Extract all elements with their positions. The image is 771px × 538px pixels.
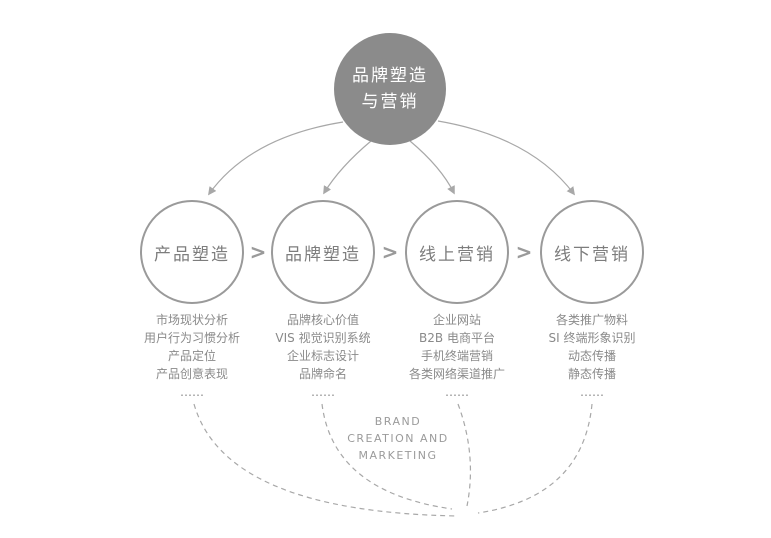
stage-item: 品牌命名 bbox=[298, 367, 347, 381]
stage-item: …… bbox=[580, 385, 604, 399]
stage-item: 手机终端营销 bbox=[420, 349, 493, 363]
stage-item: 动态传播 bbox=[567, 349, 616, 363]
stage-item: 用户行为习惯分析 bbox=[143, 331, 240, 345]
stage-item: …… bbox=[311, 385, 335, 399]
stage-node-label: 线下营销 bbox=[554, 244, 630, 265]
root-node-label-line2: 与营销 bbox=[361, 92, 419, 112]
stage-node-label: 线上营销 bbox=[419, 244, 495, 265]
stage-item: SI 终端形象识别 bbox=[548, 331, 636, 345]
stage-item: 产品定位 bbox=[167, 349, 216, 363]
chevron-right-icon: > bbox=[381, 240, 399, 264]
stage-node-label: 品牌塑造 bbox=[285, 244, 361, 265]
chevron-right-icon: > bbox=[515, 240, 533, 264]
stage-item: 企业网站 bbox=[432, 313, 481, 327]
connector-root-to-stage-4 bbox=[437, 120, 576, 196]
stage-item: 静态传播 bbox=[567, 367, 616, 381]
stage-item: 品牌核心价值 bbox=[286, 313, 359, 327]
root-node-label-line1: 品牌塑造 bbox=[352, 66, 428, 86]
stage-item: 企业标志设计 bbox=[286, 349, 359, 363]
stage-items-brand-shaping: 品牌核心价值 VIS 视觉识别系统 企业标志设计 品牌命名 …… bbox=[238, 311, 408, 401]
stage-items-product-shaping: 市场现状分析 用户行为习惯分析 产品定位 产品创意表现 …… bbox=[107, 311, 277, 401]
stage-node-label: 产品塑造 bbox=[154, 244, 230, 265]
stage-item: 各类推广物料 bbox=[555, 313, 628, 327]
stage-node-brand-shaping: 品牌塑造 bbox=[271, 200, 375, 304]
stage-items-offline-marketing: 各类推广物料 SI 终端形象识别 动态传播 静态传播 …… bbox=[507, 311, 677, 401]
connector-root-to-stage-3 bbox=[409, 140, 455, 195]
caption-line: CREATION AND bbox=[347, 432, 449, 445]
stage-node-product-shaping: 产品塑造 bbox=[140, 200, 244, 304]
stage-node-offline-marketing: 线下营销 bbox=[540, 200, 644, 304]
connector-root-to-stage-2 bbox=[323, 140, 372, 195]
caption-line: BRAND bbox=[374, 415, 422, 428]
caption-brand-creation-marketing: BRAND CREATION AND MARKETING bbox=[298, 413, 498, 464]
stage-item: 各类网络渠道推广 bbox=[408, 367, 505, 381]
root-node-brand-building-marketing: 品牌塑造 与营销 bbox=[334, 33, 446, 145]
stage-item: …… bbox=[445, 385, 469, 399]
stage-item: VIS 视觉识别系统 bbox=[275, 331, 371, 345]
chevron-right-icon: > bbox=[249, 240, 267, 264]
caption-line: MARKETING bbox=[358, 449, 438, 462]
stage-items-online-marketing: 企业网站 B2B 电商平台 手机终端营销 各类网络渠道推广 …… bbox=[372, 311, 542, 401]
stage-node-online-marketing: 线上营销 bbox=[405, 200, 509, 304]
stage-item: 市场现状分析 bbox=[155, 313, 228, 327]
stage-item: B2B 电商平台 bbox=[419, 331, 495, 345]
stage-item: 产品创意表现 bbox=[155, 367, 228, 381]
connector-root-to-stage-1 bbox=[208, 121, 344, 196]
stage-item: …… bbox=[180, 385, 204, 399]
